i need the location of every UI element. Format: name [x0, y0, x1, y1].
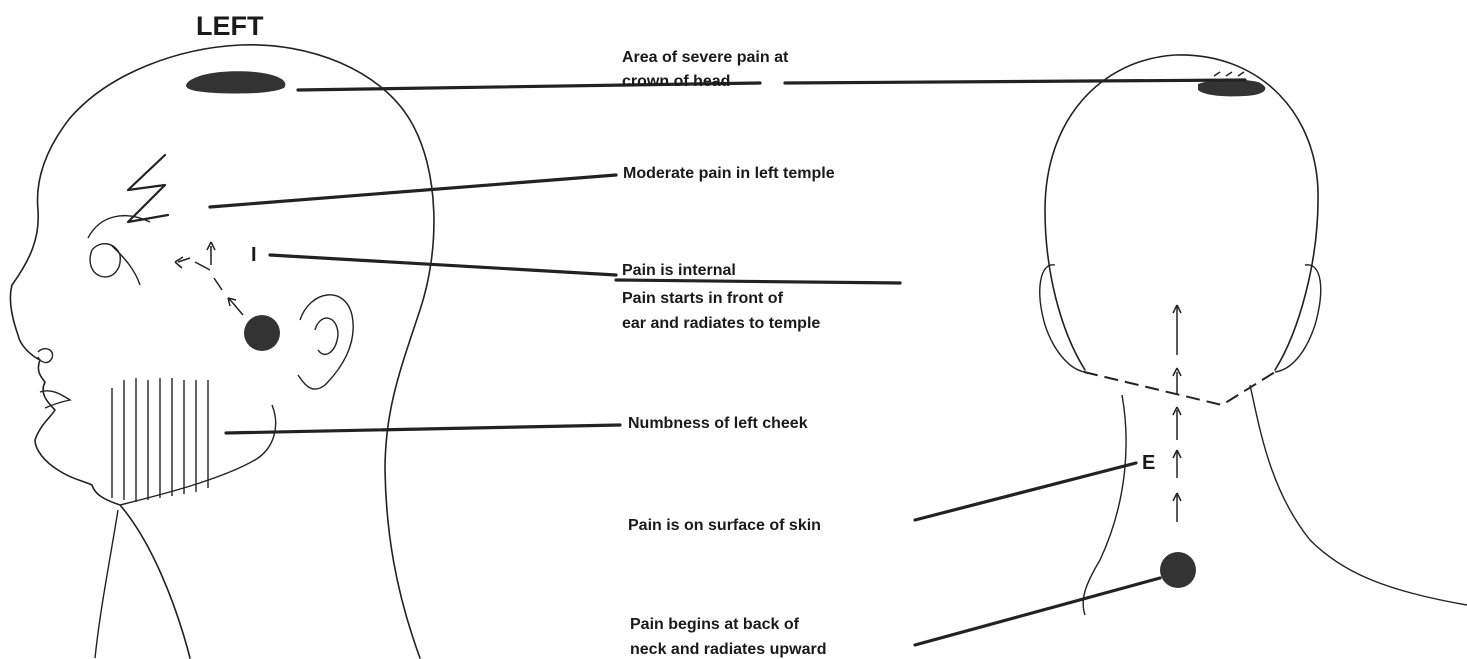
- neck-back-line: [95, 510, 118, 658]
- label-surface: Pain is on surface of skin: [628, 517, 821, 534]
- label-radiates-line1: Pain starts in front of: [622, 290, 784, 307]
- external-pain-marker: E: [1142, 452, 1155, 474]
- leader-numbness: [226, 425, 620, 433]
- leader-neck: [915, 578, 1160, 645]
- ear-inner-outline: [315, 318, 338, 354]
- neck-right-line: [1250, 385, 1467, 605]
- leader-internal: [270, 255, 616, 275]
- hairline-dashed: [1084, 372, 1275, 405]
- internal-pain-marker: I: [251, 244, 257, 266]
- eye-lid-line: [112, 246, 140, 285]
- label-neck-line1: Pain begins at back of: [630, 616, 800, 633]
- temple-zigzag-mark: [128, 155, 168, 222]
- side-profile-head: I LEFT: [10, 11, 434, 658]
- label-temple: Moderate pain in left temple: [623, 165, 835, 182]
- head-profile-outline: [10, 45, 434, 658]
- neck-pain-dot: [1160, 552, 1196, 588]
- label-crown-line1: Area of severe pain at: [622, 49, 789, 66]
- label-numbness: Numbness of left cheek: [628, 415, 808, 432]
- jaw-line: [120, 405, 276, 505]
- leader-temple: [210, 175, 616, 207]
- crown-pain-area: [186, 71, 285, 93]
- back-head-outline: [1045, 55, 1318, 370]
- lips-outline: [40, 391, 70, 408]
- label-internal: Pain is internal: [622, 262, 736, 279]
- pain-start-dot-ear: [244, 315, 280, 351]
- neck-left-line: [1083, 395, 1126, 615]
- label-neck-line2: neck and radiates upward: [630, 641, 827, 658]
- label-crown-line2: crown of head: [622, 73, 730, 90]
- nostril-outline: [38, 349, 53, 363]
- leader-surface: [915, 463, 1136, 520]
- side-title-left: LEFT: [196, 11, 264, 41]
- labels: Area of severe pain at crown of head Mod…: [622, 49, 835, 658]
- cheek-numbness-hatching: [112, 378, 208, 502]
- label-radiates-line2: ear and radiates to temple: [622, 315, 820, 332]
- radiating-arrows-temple: [175, 242, 243, 315]
- leader-crown-right: [785, 80, 1245, 83]
- leader-internal-underline: [616, 280, 900, 283]
- back-of-head: E: [1040, 55, 1467, 615]
- crown-hatch-marks: [1214, 72, 1244, 76]
- upward-arrows-neck: [1173, 305, 1181, 522]
- ear-outline: [298, 295, 353, 389]
